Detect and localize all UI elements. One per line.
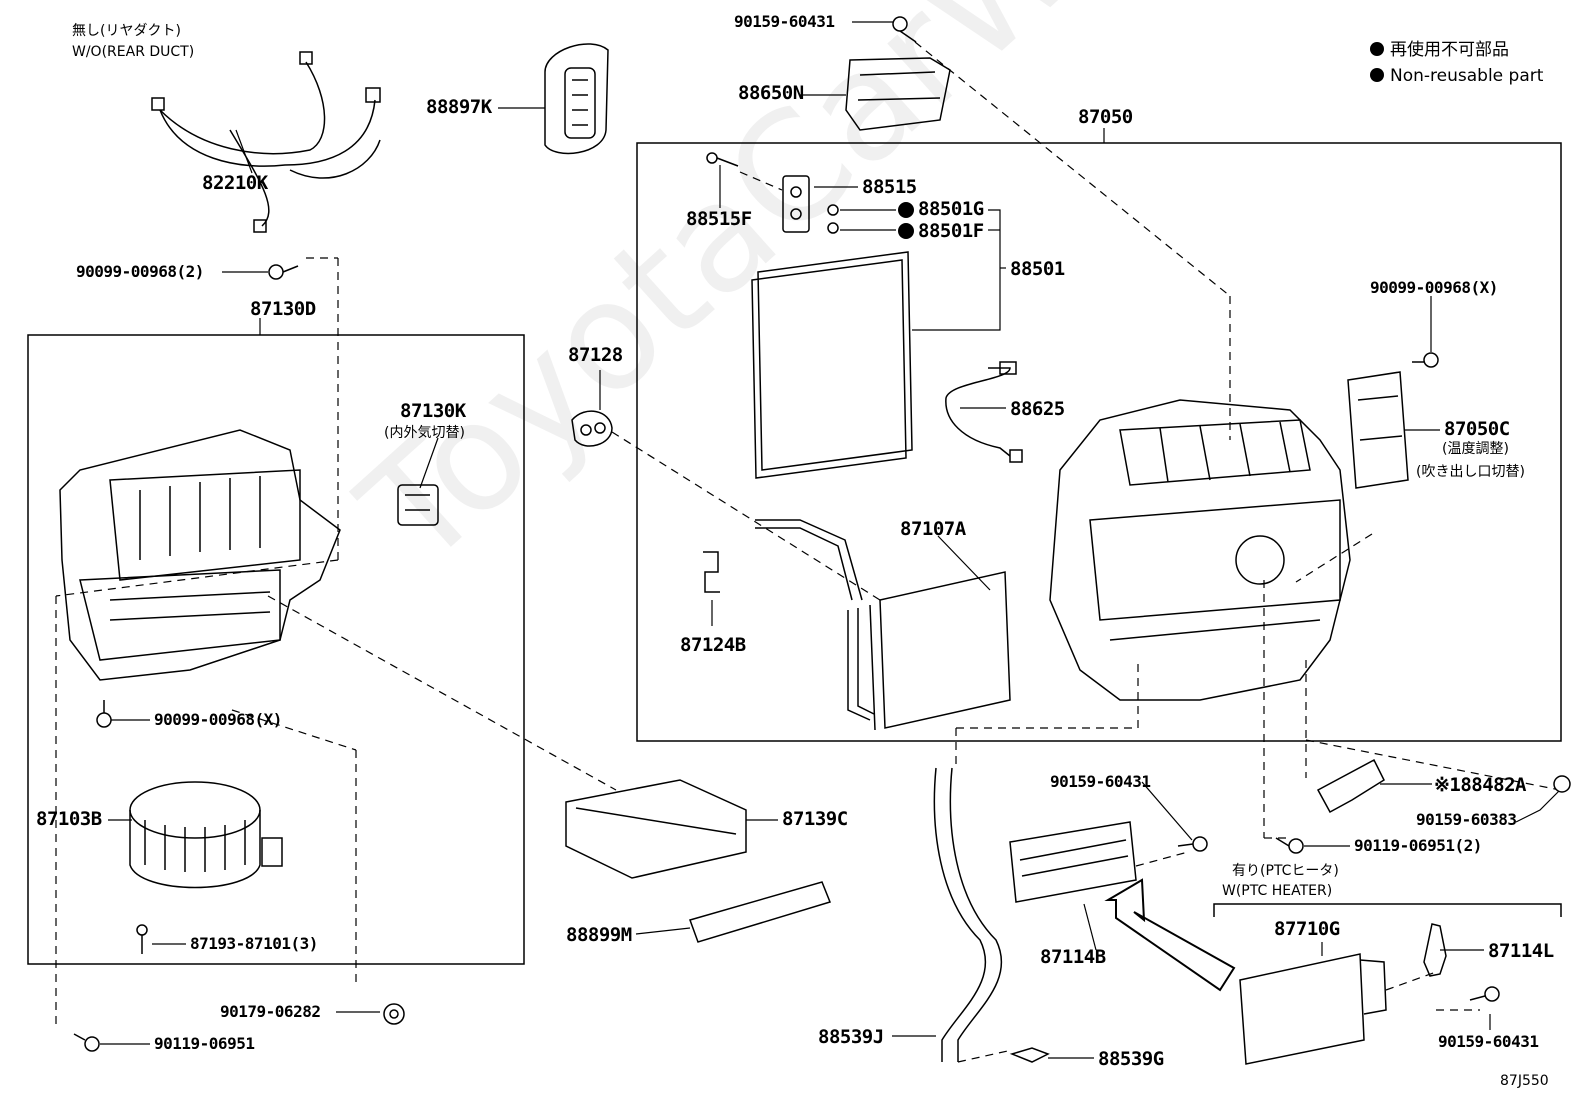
label-90099-00968-2[interactable]: 90099-00968(2) xyxy=(76,262,204,281)
label-87130k[interactable]: 87130K xyxy=(400,400,466,422)
wire-harness-82210k xyxy=(151,51,381,233)
panel-88897k xyxy=(544,43,609,155)
label-88501g[interactable]: 88501G xyxy=(918,198,984,220)
label-90099-00968-x-left[interactable]: 90099-00968(X) xyxy=(154,710,282,729)
label-90119-06951-2[interactable]: 90119-06951(2) xyxy=(1354,836,1482,855)
screw-90099-00968-2 xyxy=(268,264,299,280)
label-82210k[interactable]: 82210K xyxy=(202,172,268,194)
bullet-icon xyxy=(1370,42,1384,56)
filter-87139c xyxy=(565,779,747,879)
clamp-87124b xyxy=(703,551,720,593)
label-90179-06282[interactable]: 90179-06282 xyxy=(220,1002,321,1021)
label-87103b[interactable]: 87103B xyxy=(36,808,102,830)
heater-core-87107a xyxy=(755,519,1011,731)
clip-88539g xyxy=(1009,1047,1050,1063)
note-rear-duct-jp: 無し(リヤダクト) xyxy=(72,23,181,39)
frame-87130d xyxy=(27,334,525,965)
label-88539j[interactable]: 88539J xyxy=(818,1026,884,1048)
label-88897k[interactable]: 88897K xyxy=(426,96,492,118)
label-87114b[interactable]: 87114B xyxy=(1040,946,1106,968)
screw-90119-06951-2 xyxy=(1275,837,1304,854)
assembly-lines xyxy=(55,41,1561,1063)
screw-90159-60431-mid xyxy=(1177,836,1208,852)
hvac-unit-87050 xyxy=(1049,399,1351,701)
label-88515f[interactable]: 88515F xyxy=(686,208,752,230)
blower-case xyxy=(59,429,341,681)
label-87124b[interactable]: 87124B xyxy=(680,634,746,656)
label-90159-60431-mid[interactable]: 90159-60431 xyxy=(1050,772,1151,791)
screw-90159-60383 xyxy=(1553,775,1571,793)
drain-hose-88539j xyxy=(933,767,1003,1062)
label-90099-00968-x-right[interactable]: 90099-00968(X) xyxy=(1370,278,1498,297)
note-87050c-jp1: (温度調整) xyxy=(1442,441,1509,457)
label-87139c[interactable]: 87139C xyxy=(782,808,848,830)
actuator-87050c xyxy=(1347,371,1409,489)
note-87130k-jp: (内外気切替) xyxy=(384,425,465,441)
label-88539g[interactable]: 88539G xyxy=(1098,1048,1164,1070)
direction-arrow xyxy=(1104,878,1236,992)
note-87050c-jp2: (吹き出し口切替) xyxy=(1416,464,1525,480)
label-88899m[interactable]: 88899M xyxy=(566,924,632,946)
screw-90159-60431-top xyxy=(892,16,917,43)
diagram-code: 87J550 xyxy=(1500,1073,1549,1089)
screw-87193-87101 xyxy=(136,924,148,954)
bullet-icon xyxy=(1370,68,1384,82)
label-88482a[interactable]: ※188482A xyxy=(1434,774,1527,796)
module-88650n xyxy=(845,57,951,131)
label-87130d[interactable]: 87130D xyxy=(250,298,316,320)
bracket-87114l xyxy=(1423,923,1447,977)
label-87050[interactable]: 87050 xyxy=(1078,106,1133,128)
note-ptc-jp: 有り(PTCヒータ) xyxy=(1232,863,1339,879)
label-88501f[interactable]: 88501F xyxy=(918,220,984,242)
screw-90159-60431-bottom xyxy=(1469,986,1500,1002)
fasteners xyxy=(73,16,1571,1052)
frame-ptc-heater xyxy=(1213,903,1562,917)
screw-90099-00968-x-right xyxy=(1412,352,1439,368)
label-90119-06951[interactable]: 90119-06951 xyxy=(154,1034,255,1053)
label-87107a[interactable]: 87107A xyxy=(900,518,966,540)
legend-en-text: Non-reusable part xyxy=(1390,66,1544,86)
screw-90119-06951 xyxy=(73,1033,100,1052)
o-rings xyxy=(827,204,839,234)
label-87710g[interactable]: 87710G xyxy=(1274,918,1340,940)
label-90159-60431-top[interactable]: 90159-60431 xyxy=(734,12,835,31)
evaporator-88501 xyxy=(751,251,913,479)
legend-jp-text: 再使用不可部品 xyxy=(1390,40,1509,60)
screw-90179-06282 xyxy=(383,1003,405,1025)
cover-88899m xyxy=(689,881,832,943)
actuator-87130k xyxy=(397,484,439,526)
blower-motor-87103b xyxy=(129,781,283,889)
label-87193-87101-3[interactable]: 87193-87101(3) xyxy=(190,934,318,953)
thermistor-88625 xyxy=(945,361,1023,463)
label-88515[interactable]: 88515 xyxy=(862,176,917,198)
label-88625[interactable]: 88625 xyxy=(1010,398,1065,420)
leader-lines xyxy=(100,21,1561,1059)
note-ptc-en: W(PTC HEATER) xyxy=(1222,883,1333,899)
label-90159-60383[interactable]: 90159-60383 xyxy=(1416,810,1517,829)
ptc-heater-87114b xyxy=(1009,821,1137,903)
legend-jp: 再使用不可部品 xyxy=(1370,42,1509,59)
label-88501[interactable]: 88501 xyxy=(1010,258,1065,280)
label-88650n[interactable]: 88650N xyxy=(738,82,804,104)
expansion-valve-88515 xyxy=(782,175,810,233)
frame-87050 xyxy=(636,142,1562,742)
ptc-element-87710g xyxy=(1239,953,1387,1065)
label-87128[interactable]: 87128 xyxy=(568,344,623,366)
non-reusable-markers xyxy=(898,202,914,239)
label-87050c[interactable]: 87050C xyxy=(1444,418,1510,440)
note-rear-duct-en: W/O(REAR DUCT) xyxy=(72,44,195,60)
grommet-87128 xyxy=(571,410,613,447)
label-90159-60431-bottom[interactable]: 90159-60431 xyxy=(1438,1032,1539,1051)
bolt-88515f xyxy=(706,152,739,167)
bracket-88482a xyxy=(1316,758,1385,814)
label-87114l[interactable]: 87114L xyxy=(1488,940,1554,962)
legend-en: Non-reusable part xyxy=(1370,68,1543,85)
screw-90099-00968-x-left xyxy=(96,700,112,728)
